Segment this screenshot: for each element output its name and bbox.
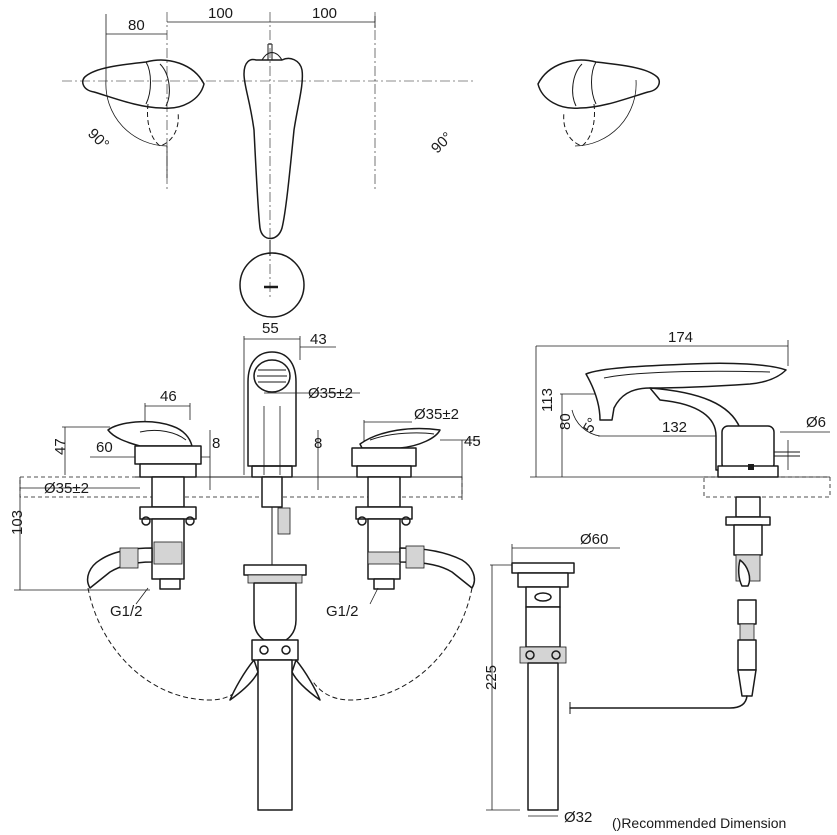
- front-spout: Ø35±2: [247, 351, 360, 478]
- front-view: 55 43 Ø35±2 46 47 60: [9, 320, 481, 811]
- dim-spout-hole: Ø35±2: [308, 385, 353, 402]
- dim-below-deck: 103: [9, 510, 26, 535]
- dim-side-spout-height: 80: [557, 413, 574, 430]
- left-valve-body: [86, 476, 197, 590]
- side-view: 174 113 80 5° 132 Ø6: [530, 329, 831, 714]
- dim-left-handle-h: 47: [52, 438, 69, 455]
- drain-view: Ø60 225 Ø32: [483, 531, 620, 826]
- top-spout: [239, 43, 305, 318]
- dim-side-height: 113: [539, 388, 556, 412]
- dim-drain-head: Ø60: [580, 531, 608, 548]
- dim-side-projection: 132: [662, 419, 687, 436]
- dim-drain-length: 225: [483, 665, 500, 690]
- dim-left-handle-w: 46: [160, 388, 177, 405]
- side-spout-body: [585, 362, 787, 421]
- dim-angle-right: 90°: [428, 129, 456, 157]
- dim-right-hole: Ø35±2: [414, 406, 459, 423]
- dim-side-length: 174: [668, 329, 693, 346]
- right-valve-body: [355, 476, 476, 590]
- dim-left-gap: 8: [212, 435, 220, 452]
- dim-spout-outlet: 43: [310, 331, 327, 348]
- dim-side-rod: Ø6: [806, 414, 826, 431]
- thread-left-label: G1/2: [110, 603, 143, 620]
- footnote: ()Recommended Dimension: [612, 815, 786, 831]
- thread-right-label: G1/2: [326, 603, 359, 620]
- dim-top-handle-w: 80: [128, 17, 145, 34]
- dim-left-handle-depth: 60: [96, 439, 113, 456]
- front-right-handle: Ø35±2 8 45: [314, 406, 481, 500]
- dim-drain-tail: Ø32: [564, 809, 592, 826]
- dim-angle-left: 90°: [84, 125, 112, 153]
- center-drain-assembly: [229, 476, 321, 811]
- top-left-handle: 90°: [81, 59, 205, 178]
- top-view: 80 100 100 90° 90°: [62, 5, 661, 318]
- dim-center-gap: 8: [314, 435, 322, 452]
- front-left-handle: 46 47 60 8: [52, 388, 220, 490]
- dim-deck-thickness: 45: [464, 433, 481, 450]
- dim-left-hole: Ø35±2: [44, 480, 89, 497]
- dim-top-spacing-right: 100: [312, 5, 337, 22]
- dim-side-angle: 5°: [580, 415, 602, 436]
- dim-top-spacing-left: 100: [208, 5, 233, 22]
- top-right-handle: [537, 59, 661, 147]
- dim-spout-base-w: 55: [262, 320, 279, 337]
